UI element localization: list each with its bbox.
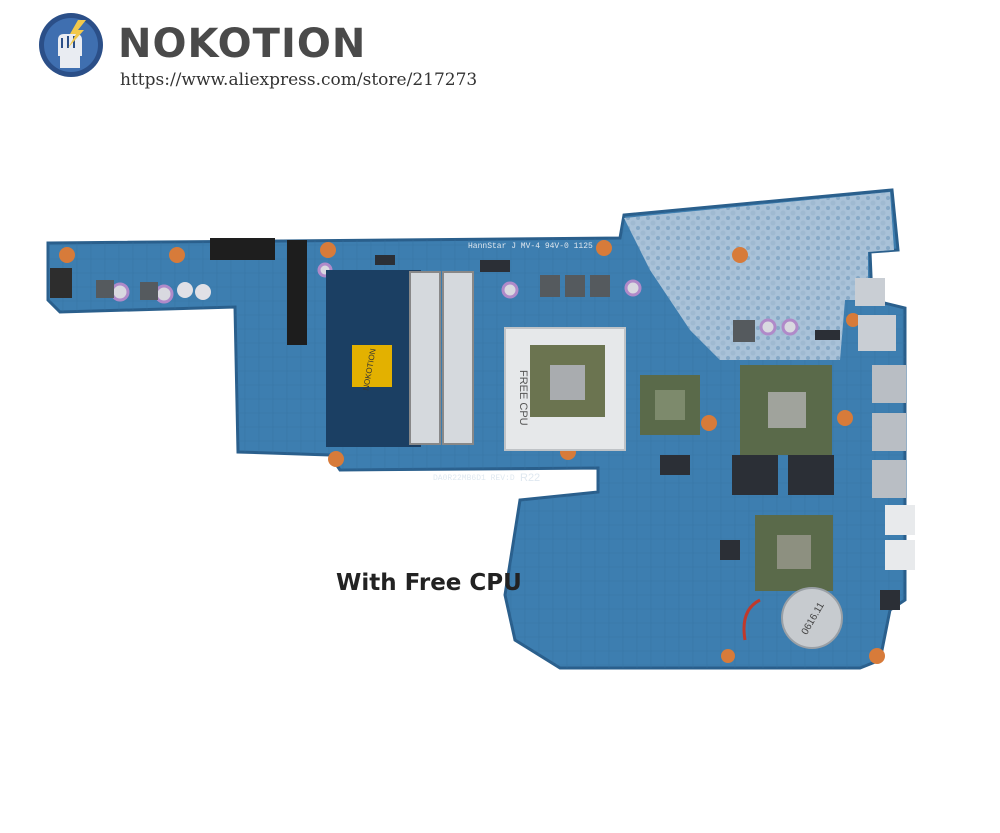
- mounting-holes: [59, 240, 885, 664]
- ram-sticker: [352, 345, 392, 387]
- mini-pcie-slot: [287, 240, 307, 345]
- io-ports: [855, 278, 915, 570]
- vram-chips: [732, 455, 834, 495]
- ram-slot-2: [442, 271, 474, 445]
- ram-slot-1: [409, 271, 441, 445]
- brand-name: NOKOTION: [118, 21, 367, 67]
- store-branding: NOKOTION https://www.aliexpress.com/stor…: [38, 12, 498, 92]
- inductors: [96, 275, 755, 342]
- store-url: https://www.aliexpress.com/store/217273: [120, 70, 478, 90]
- silkscreen-bottom: DA0R22MB6D1 REV:D: [433, 474, 515, 483]
- caption-text: With Free CPU: [336, 570, 522, 596]
- small-components: [375, 255, 900, 610]
- battery-connector: [210, 238, 275, 260]
- fist-lightning-logo-icon: [39, 13, 103, 77]
- dc-jack: [50, 268, 72, 298]
- cpu-label: FREE CPU: [517, 370, 529, 426]
- cmos-battery: [781, 587, 843, 649]
- silkscreen-top: HannStar J MV-4 94V-0 1125: [468, 242, 593, 251]
- revision-mark: R22: [520, 472, 540, 484]
- battery-wires: [742, 598, 761, 641]
- cpu-die: [550, 365, 585, 400]
